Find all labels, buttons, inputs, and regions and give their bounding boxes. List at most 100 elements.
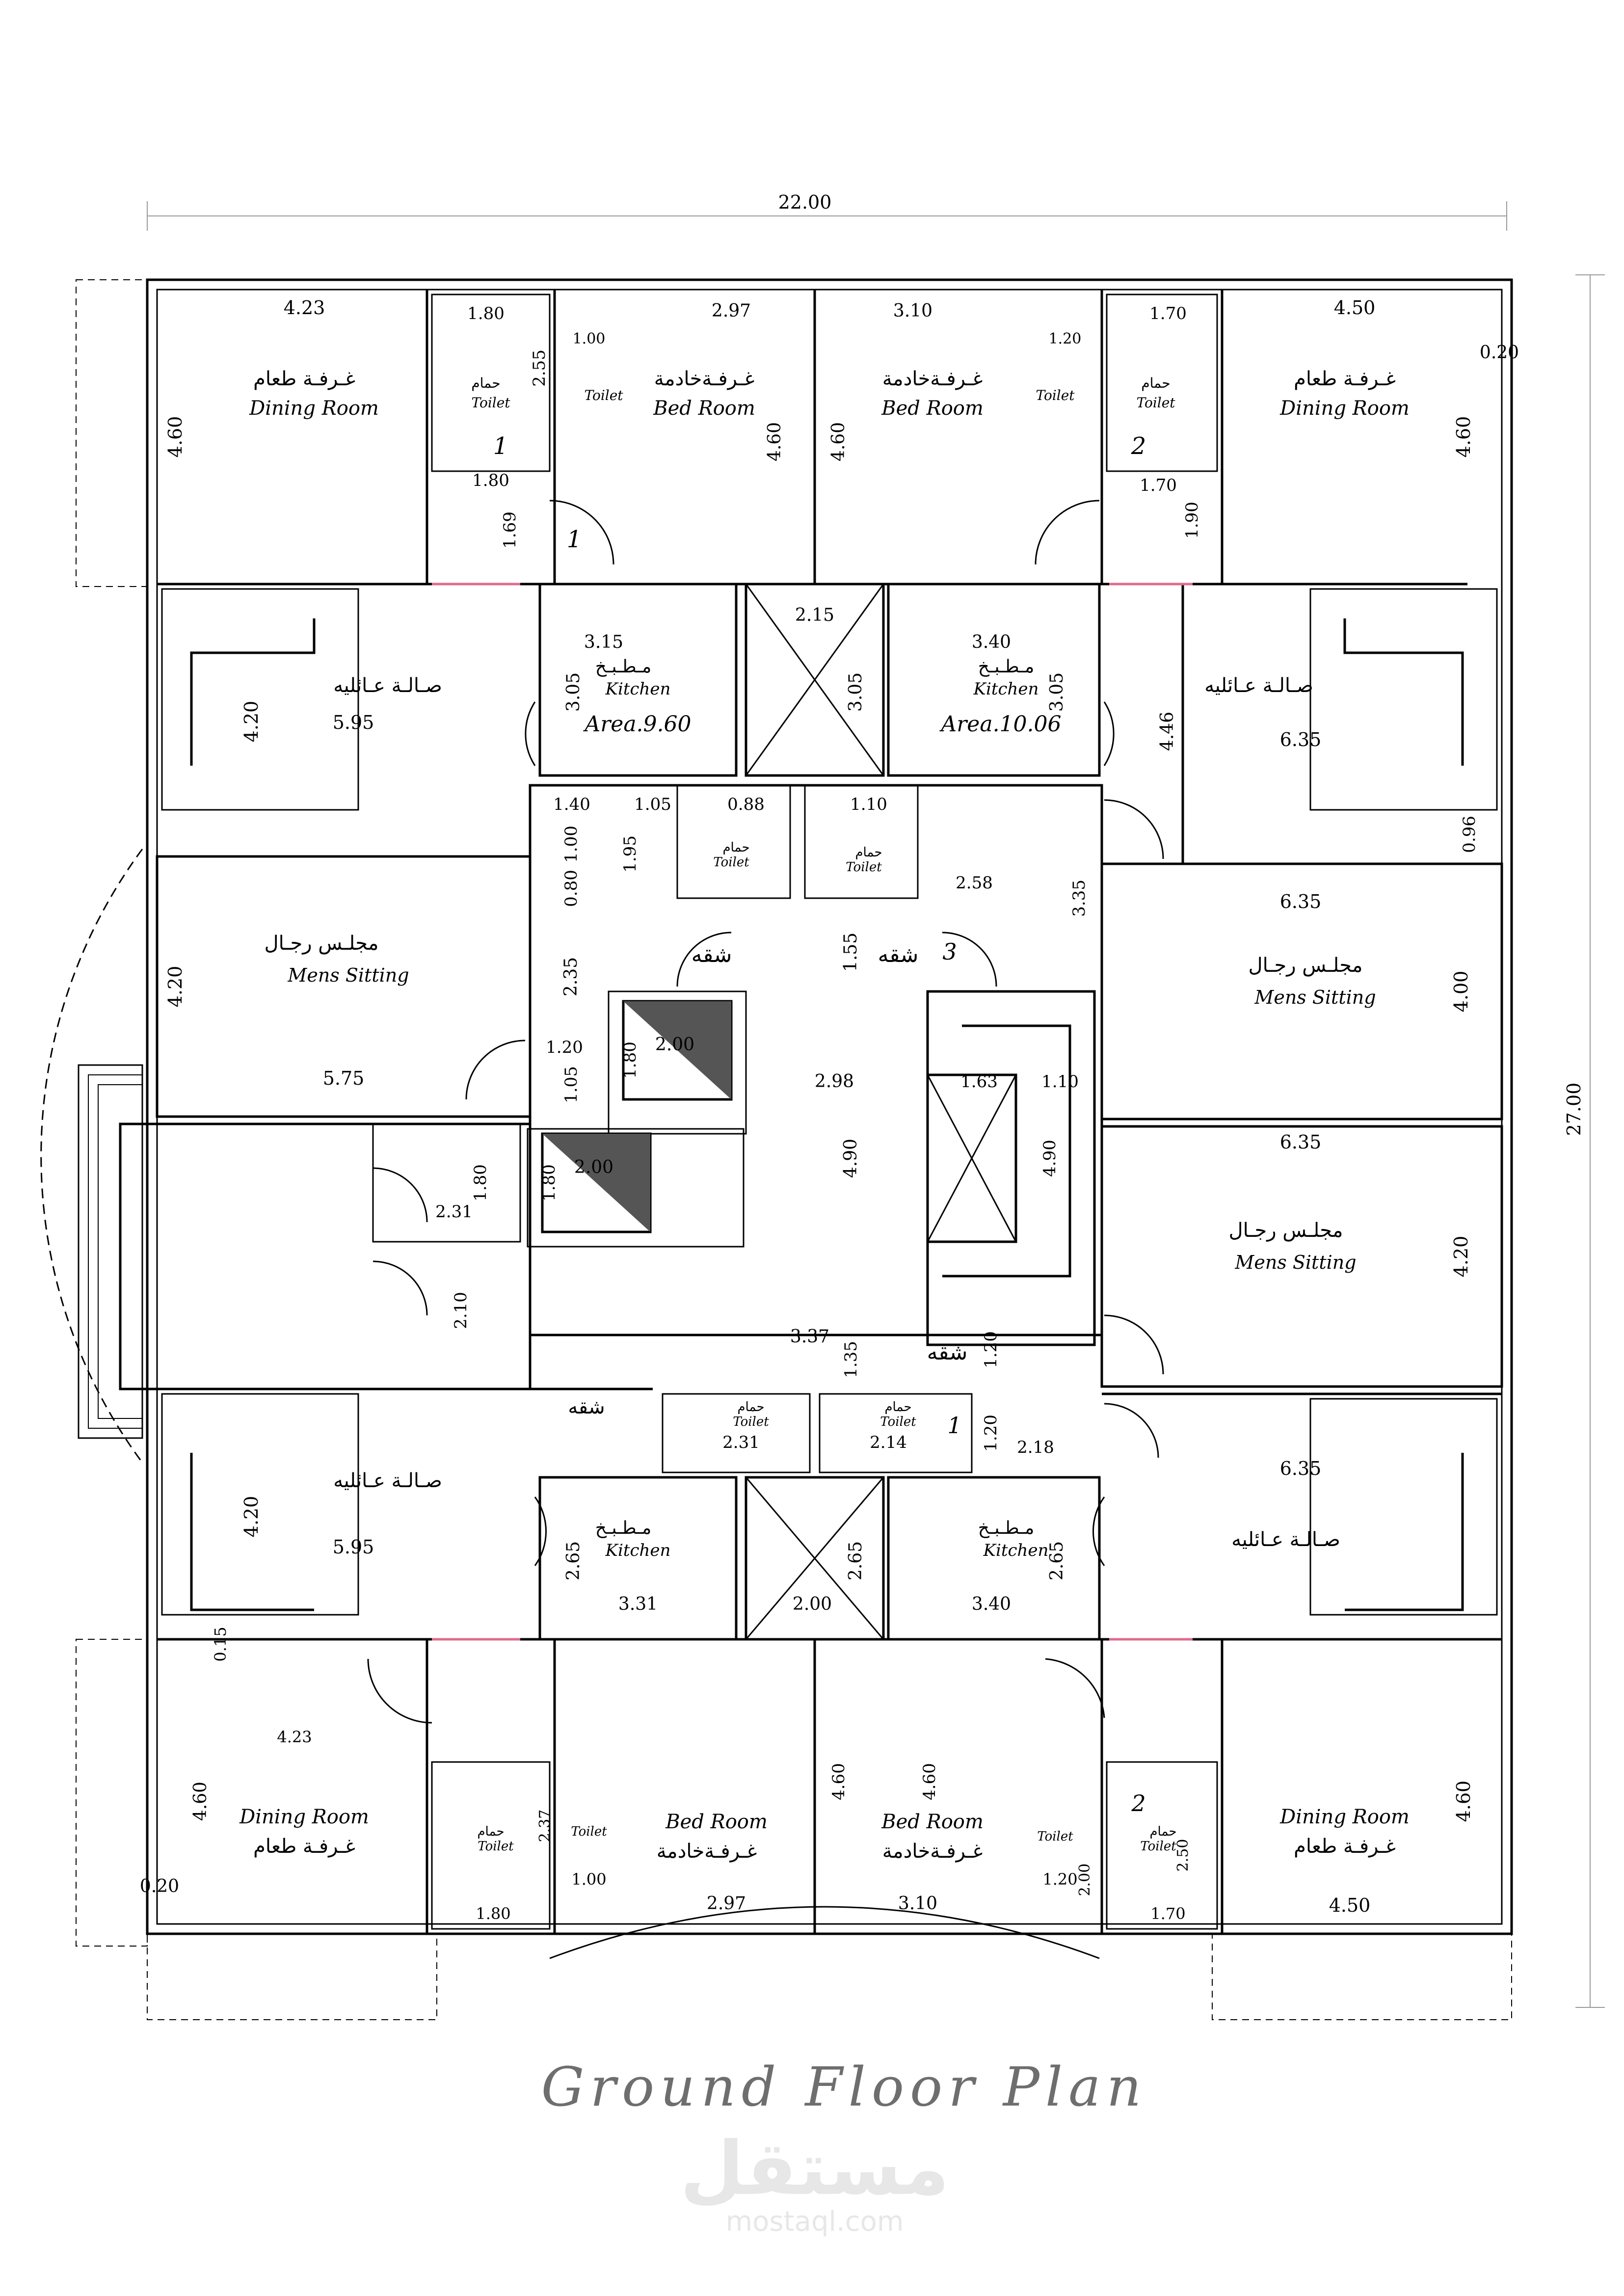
dim-490: 4.90 (841, 1139, 861, 1178)
room-height-dim: 4.60 (164, 416, 186, 458)
room-height-dim: 4.20 (240, 701, 262, 743)
apartment-label: شقه (927, 1340, 968, 1365)
room-arabic-label: مـطـبـخ (978, 657, 1035, 677)
stairs (161, 588, 1498, 1616)
dim-120c: 1.20 (981, 1415, 1001, 1452)
dim-a: 1.40 (553, 795, 590, 814)
room-family-bottom-right: 6.35 صـالـة عـائليه (1231, 1458, 1340, 1551)
room-height-dim: 2.65 (563, 1541, 584, 1580)
door-swings (367, 500, 1164, 1724)
toilet-center-top: 1.40 1.05 0.88 1.10 1.00 0.80 1.95 حمام … (553, 795, 1089, 917)
shaft-width-dim: 2.15 (795, 605, 834, 625)
plan-title: Ground Floor Plan (541, 2056, 1147, 2118)
room-english-label: Dining Room (249, 397, 379, 420)
room-width-dim: 3.40 (972, 632, 1011, 652)
room-width-dim: 3.10 (893, 301, 932, 321)
room-english-label: Kitchen (973, 679, 1039, 699)
room-arabic-label: صـالـة عـائليه (1231, 1528, 1340, 1551)
dim-337: 3.37 (790, 1327, 829, 1347)
room-english-label: Bed Room (881, 1811, 984, 1833)
room-arabic-label: غـرفـة طعام (253, 368, 355, 390)
room-height-dim: 4.60 (765, 422, 785, 461)
room-area: Area.10.06 (939, 712, 1061, 737)
room-arabic-label: غـرفـة طعام (253, 1835, 355, 1858)
toilet-height-dim: 1.69 (500, 511, 520, 549)
room-height-dim: 3.05 (563, 672, 584, 712)
room-width-dim: 5.95 (333, 712, 374, 733)
overall-width-dim: 22.00 (778, 191, 832, 213)
dim-c: 0.88 (727, 795, 765, 814)
dim-120: 1.20 (546, 1038, 583, 1057)
room-dining-top-right: غـرفـة طعام Dining Room 4.50 4.60 0.20 (1279, 297, 1519, 457)
room-width-dim: 3.40 (972, 1594, 1011, 1614)
dim-f: 0.80 (561, 870, 581, 907)
room-width-dim: 4.50 (1329, 1895, 1371, 1916)
overall-height-dim: 27.00 (1563, 1083, 1585, 1136)
wc-width-dim: 1.00 (573, 330, 606, 347)
corr-dim-c: 2.10 (451, 1292, 471, 1329)
corr-dim-b: 2.31 (435, 1202, 473, 1222)
apt-number: 1 (493, 432, 508, 460)
dim-e: 1.00 (561, 826, 581, 863)
dim-235: 2.35 (561, 957, 581, 996)
shaft-bottom: 2.00 2.65 (793, 1541, 866, 1614)
room-dining-bottom-right: Dining Room غـرفـة طعام 4.50 4.60 (1279, 1781, 1474, 1916)
apt-number: 3 (942, 938, 957, 965)
room-kitchen-bottom-right: مـطـبـخ Kitchen 3.40 2.65 (972, 1518, 1067, 1614)
room-family-bottom-left: صـالـة عـائليه 5.95 4.20 0.15 (211, 1469, 442, 1662)
toilet-dim-a: 2.55 (530, 349, 549, 387)
room-height-dim: 4.20 (240, 1496, 262, 1538)
wc-english-label: Toilet (571, 1824, 607, 1839)
toilet-arabic-label: حمام (722, 840, 749, 855)
dim-g: 1.95 (620, 835, 640, 873)
room-width-dim: 2.97 (712, 301, 751, 321)
room-english-label: Mens Sitting (1254, 987, 1376, 1008)
exterior-walls (40, 278, 1513, 2020)
room-height-dim: 4.20 (1450, 1236, 1472, 1278)
dim-231: 2.31 (722, 1433, 760, 1452)
watermark-arabic: مستقل (680, 2126, 950, 2212)
dim-298: 2.98 (815, 1071, 854, 1092)
room-height-dim: 4.46 (1157, 712, 1177, 751)
lift2-dim-a: 1.80 (539, 1164, 559, 1201)
room-mens-sitting-left: مجلـس رجـال Mens Sitting 5.75 4.20 (164, 932, 409, 1089)
toilet-top-right: حمام Toilet 1.70 1.70 1.90 2 1.20 Toilet (1036, 304, 1202, 539)
tub-dim: 1.80 (476, 1904, 510, 1923)
toilet-english-label: Toilet (846, 860, 882, 875)
room-width-dim: 2.97 (707, 1894, 746, 1914)
wc-height-dim: 2.00 (1076, 1864, 1093, 1896)
room-arabic-label: مـطـبـخ (595, 657, 652, 677)
room-arabic-label: غـرفـة طعام (1294, 1835, 1396, 1858)
toilet-arabic-label: حمام (1141, 375, 1170, 391)
room-height-dim: 2.65 (1047, 1541, 1067, 1580)
room-height-dim: 4.60 (828, 422, 849, 461)
room-dining-bottom-left: 4.23 Dining Room غـرفـة طعام 4.60 0.20 (140, 1728, 369, 1896)
room-arabic-label: غـرفـةخادمة (882, 1840, 983, 1863)
dim-218: 2.18 (1017, 1438, 1054, 1457)
room-width-dim: 3.15 (584, 632, 623, 652)
toilet-width-dim: 1.80 (472, 471, 509, 490)
room-english-label: Mens Sitting (287, 964, 409, 986)
toilet-bottom-right: Toilet 1.20 2.00 حمام Toilet 2.50 2 1.70 (1037, 1790, 1192, 1923)
room-height-dim: 4.60 (190, 1782, 211, 1821)
room-arabic-label: صـالـة عـائليه (333, 674, 442, 697)
apt-number: 2 (1131, 1790, 1145, 1816)
room-width-dim: 6.35 (1280, 1131, 1322, 1153)
room-height-dim-2: 4.60 (920, 1763, 939, 1800)
room-english-label: Bed Room (665, 1811, 768, 1833)
interior-walls (119, 290, 1503, 1934)
overall-dimensions: 22.00 27.00 (147, 191, 1605, 2008)
toilet-english-label: Toilet (1136, 395, 1175, 411)
room-extra-dim: 0.96 (1460, 816, 1479, 853)
wc-width-dim: 1.20 (1049, 330, 1082, 347)
shaft-width-dim: 2.00 (793, 1594, 832, 1614)
room-arabic-label: صـالـة عـائليه (1204, 674, 1313, 697)
toilet-english-label: Toilet (478, 1839, 514, 1854)
toilet-english-label: Toilet (1140, 1839, 1176, 1854)
wc-english-label: Toilet (584, 387, 623, 403)
room-mens-sitting-right-1: 6.35 مجلـس رجـال Mens Sitting 4.00 (1249, 891, 1472, 1012)
dim-i: 3.35 (1069, 880, 1089, 917)
stair-dim-a: 1.63 (960, 1072, 998, 1092)
toilet-dim: 2.50 (1174, 1839, 1192, 1872)
room-arabic-label: صـالـة عـائليه (333, 1469, 442, 1492)
